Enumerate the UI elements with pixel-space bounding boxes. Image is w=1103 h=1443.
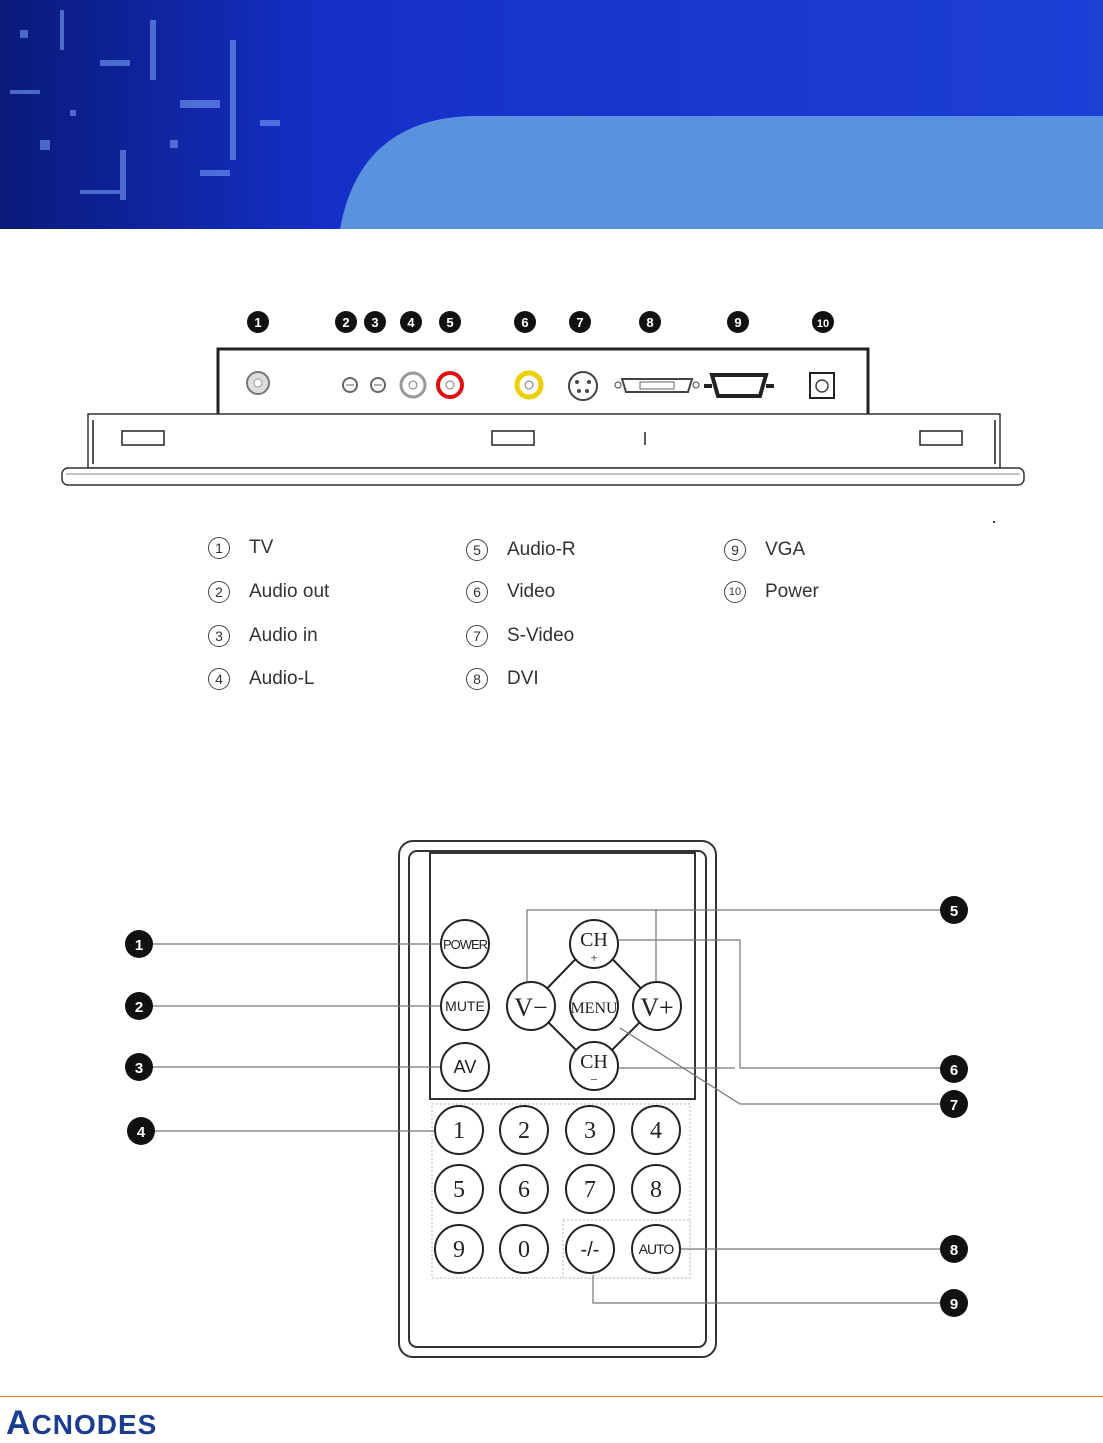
- menu-button[interactable]: MENU: [570, 1000, 618, 1017]
- callout-8: 8: [639, 311, 661, 333]
- remote-callout-8: 8: [940, 1235, 968, 1263]
- digit-7-button[interactable]: 7: [584, 1177, 596, 1203]
- mute-button[interactable]: MUTE: [445, 998, 485, 1014]
- digit-1-button[interactable]: 1: [453, 1118, 465, 1144]
- svg-text:4: 4: [407, 315, 415, 330]
- stray-mark: [993, 521, 995, 523]
- ch-minus-sign: −: [590, 1072, 597, 1087]
- callout-5: 5: [439, 311, 461, 333]
- svg-text:3: 3: [371, 315, 378, 330]
- svg-text:10: 10: [817, 318, 829, 330]
- digit-2-button[interactable]: 2: [518, 1118, 530, 1144]
- ch-minus-button[interactable]: CH: [580, 1051, 608, 1073]
- remote-callout-9: 9: [940, 1289, 968, 1317]
- remote-callout-6: 6: [940, 1055, 968, 1083]
- svg-text:8: 8: [646, 315, 653, 330]
- callout-9: 9: [727, 311, 749, 333]
- tv-connector-icon: [247, 372, 269, 394]
- callout-6: 6: [514, 311, 536, 333]
- callout-7: 7: [569, 311, 591, 333]
- header-banner: [0, 0, 1103, 229]
- remote-callout-2: 2: [125, 992, 153, 1020]
- callout-1: 1: [247, 311, 269, 333]
- connector-panel-diagram: 1 2 3 4 5 6 7 8 9 10: [0, 300, 1103, 500]
- volume-down-button[interactable]: V−: [514, 993, 547, 1022]
- ch-plus-sign: +: [590, 950, 597, 965]
- callout-10: 10: [812, 311, 834, 333]
- remote-callout-1: 1: [125, 930, 153, 958]
- digit-0-button[interactable]: 0: [518, 1237, 530, 1263]
- svg-text:9: 9: [950, 1296, 958, 1313]
- ch-plus-button[interactable]: CH: [580, 929, 608, 951]
- digit-5-button[interactable]: 5: [453, 1177, 465, 1203]
- audio-in-jack-icon: [371, 378, 385, 392]
- audio-r-jack-icon: [438, 373, 462, 397]
- callout-3: 3: [364, 311, 386, 333]
- footer-divider: [0, 1396, 1103, 1397]
- power-button[interactable]: POWER: [443, 937, 488, 952]
- auto-button[interactable]: AUTO: [639, 1241, 675, 1257]
- remote-callout-3: 3: [125, 1053, 153, 1081]
- video-jack-icon: [517, 373, 541, 397]
- svg-text:4: 4: [137, 1124, 146, 1141]
- callout-2: 2: [335, 311, 357, 333]
- dash-button[interactable]: -/-: [581, 1239, 600, 1261]
- svg-text:5: 5: [446, 315, 453, 330]
- digit-3-button[interactable]: 3: [584, 1118, 596, 1144]
- dvi-connector-icon: [615, 379, 699, 392]
- remote-control-diagram: POWER MUTE AV CH + V− MENU V+ CH − 1 2 3…: [0, 830, 1103, 1370]
- svg-text:2: 2: [342, 315, 349, 330]
- svg-text:3: 3: [135, 1060, 143, 1077]
- svg-text:7: 7: [576, 315, 583, 330]
- digit-6-button[interactable]: 6: [518, 1177, 530, 1203]
- digit-4-button[interactable]: 4: [650, 1118, 662, 1144]
- svg-text:1: 1: [135, 937, 143, 954]
- svg-text:1: 1: [254, 315, 261, 330]
- audio-l-jack-icon: [401, 373, 425, 397]
- callout-4: 4: [400, 311, 422, 333]
- power-connector-icon: [810, 373, 834, 398]
- audio-out-jack-icon: [343, 378, 357, 392]
- remote-callout-5: 5: [940, 896, 968, 924]
- digit-9-button[interactable]: 9: [453, 1237, 465, 1263]
- svg-text:8: 8: [950, 1242, 958, 1259]
- svg-text:6: 6: [521, 315, 528, 330]
- vga-connector-icon: [704, 375, 774, 396]
- svg-text:2: 2: [135, 999, 143, 1016]
- acnodes-logo: ACNODES: [6, 1404, 157, 1443]
- digit-8-button[interactable]: 8: [650, 1177, 662, 1203]
- svg-text:7: 7: [950, 1097, 958, 1114]
- svg-text:5: 5: [950, 903, 958, 920]
- s-video-connector-icon: [569, 372, 597, 400]
- av-button[interactable]: AV: [454, 1057, 477, 1077]
- remote-callout-7: 7: [940, 1090, 968, 1118]
- svg-text:6: 6: [950, 1062, 958, 1079]
- remote-callout-4: 4: [127, 1117, 155, 1145]
- volume-up-button[interactable]: V+: [640, 993, 673, 1022]
- svg-text:9: 9: [734, 315, 741, 330]
